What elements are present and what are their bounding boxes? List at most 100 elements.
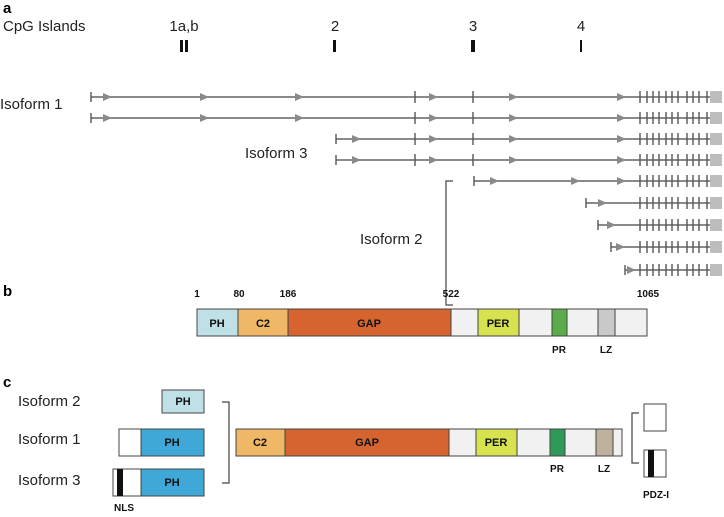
isoform1-nterm: PH [118,428,205,457]
direction-arrow [616,243,625,251]
cterm-variant-pdz [643,449,667,478]
c2-label-b: C2 [256,318,270,330]
gap-domain-b [287,308,452,337]
direction-arrow [429,93,438,101]
transcript-track [610,241,722,253]
panel-a-label: a [3,0,12,17]
nls-motif [117,469,123,496]
isoform2-nterm: PH [161,389,205,414]
per-label-c: PER [485,437,508,449]
transcript-tracks [90,91,722,276]
transcript-track [585,197,722,209]
isoform1-label-c: Isoform 1 [18,431,81,448]
utr-block [710,154,722,166]
transcript-track [624,264,722,276]
ph-label-b: PH [209,318,224,330]
position-1065: 1065 [637,289,660,300]
c2-domain-b [237,308,289,337]
isoform2-label-c: Isoform 2 [18,393,81,410]
pdz-motif [648,450,654,477]
c2-domain-c [235,428,286,457]
ph-domain-isoform1 [140,428,205,457]
isoform2-label-a: Isoform 2 [360,231,423,248]
direction-arrow [429,135,438,143]
cterm-variants: PDZ-I [643,403,669,501]
utr-block [710,175,722,187]
transcript-track [473,175,722,187]
direction-arrow [103,114,112,122]
per-label-b: PER [487,318,510,330]
direction-arrow [607,221,616,229]
ph-label-isoform2: PH [175,396,190,408]
cpg-islands-title: CpG Islands [3,18,86,35]
lz-domain-c [595,428,614,457]
ph-domain-b [196,308,239,337]
direction-arrow [429,114,438,122]
isoform3-label-c: Isoform 3 [18,472,81,489]
utr-block [710,112,722,124]
cpg-island-marks [180,40,582,52]
nterm-bracket [222,401,230,484]
gap-domain-c [284,428,450,457]
direction-arrow [295,114,304,122]
ph-label-isoform3: PH [164,477,179,489]
lz-label-c: LZ [598,464,610,475]
direction-arrow [617,156,626,164]
position-186: 186 [280,289,297,300]
cpg-island-3-label: 3 [469,18,477,35]
direction-arrow [509,156,518,164]
ph-domain-isoform3 [140,468,205,497]
cpg-mark-4 [580,40,582,52]
direction-arrow [352,135,361,143]
isoform1-nterm-extension [118,428,142,457]
cpg-mark-1a [180,40,183,52]
full-protein-map: PH C2 GAP PER PR LZ [196,308,648,356]
pr-label-b: PR [552,345,567,356]
panel-b-label: b [3,283,12,300]
cpg-mark-2 [333,40,336,52]
per-domain-c [475,428,518,457]
isoform1-label-a: Isoform 1 [0,96,63,113]
utr-block [710,241,722,253]
direction-arrow [200,93,209,101]
transcript-track [90,91,722,103]
direction-arrow [627,266,636,274]
per-domain-b [477,308,520,337]
pr-domain-b [551,308,568,337]
isoform2-bracket [445,180,453,306]
utr-block [710,264,722,276]
direction-arrow [429,156,438,164]
gap-label-b: GAP [357,318,381,330]
position-1: 1 [194,289,200,300]
cpg-island-2-label: 2 [331,18,339,35]
ph-label-isoform1: PH [164,437,179,449]
direction-arrow [295,93,304,101]
cpg-mark-3 [471,40,475,52]
direction-arrow [598,199,607,207]
c2-label-c: C2 [253,437,267,449]
ph-domain-isoform2 [161,389,205,414]
isoform3-nterm: PH NLS [112,468,205,514]
cpg-mark-1b [185,40,188,52]
direction-arrow [571,177,580,185]
pr-label-c: PR [550,464,565,475]
direction-arrow [352,156,361,164]
position-522: 522 [443,289,460,300]
direction-arrow [617,135,626,143]
isoform3-label-a: Isoform 3 [245,145,308,162]
gap-label-c: GAP [355,437,379,449]
direction-arrow [617,114,626,122]
lz-domain-b [597,308,616,337]
utr-block [710,91,722,103]
pr-domain-c [549,428,566,457]
transcript-track [335,154,722,166]
utr-block [710,219,722,231]
direction-arrow [103,93,112,101]
direction-arrow [509,93,518,101]
nls-label: NLS [114,503,134,514]
cpg-island-1ab-label: 1a,b [169,18,198,35]
direction-arrow [617,93,626,101]
direction-arrow [200,114,209,122]
cterm-variant-plain [643,403,667,432]
